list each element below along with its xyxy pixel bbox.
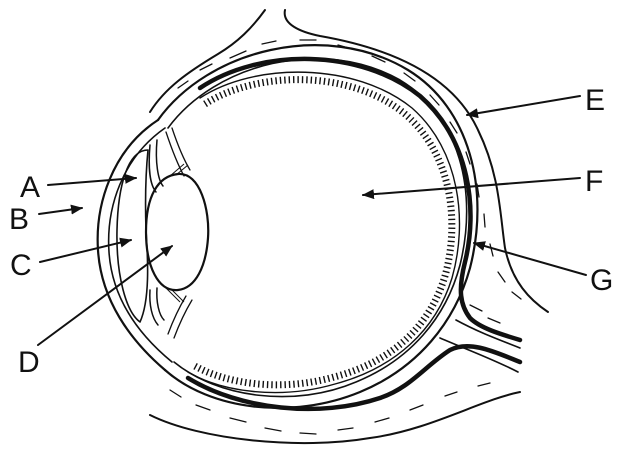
label-b-text: B — [9, 203, 29, 236]
suspensory-ligaments — [166, 164, 188, 302]
label-b-arrow — [39, 208, 82, 214]
label-f: F — [363, 165, 603, 198]
ciliary-body — [166, 128, 192, 338]
label-e-arrow — [467, 96, 580, 115]
iris — [149, 140, 164, 325]
label-g: G — [474, 243, 613, 297]
label-g-arrow — [474, 243, 586, 275]
label-g-text: G — [590, 264, 613, 297]
label-e: E — [467, 84, 605, 117]
label-c-text: C — [10, 249, 32, 282]
sclera — [158, 45, 477, 408]
choroid — [200, 59, 520, 340]
label-b: B — [9, 203, 82, 236]
label-d-arrow — [38, 246, 172, 345]
label-a-text: A — [20, 171, 40, 204]
anterior-chamber — [117, 150, 148, 322]
label-d-text: D — [18, 346, 40, 379]
label-f-text: F — [585, 165, 603, 198]
label-d: D — [18, 246, 172, 379]
label-f-arrow — [363, 178, 580, 195]
retina — [188, 72, 459, 392]
label-e-text: E — [585, 84, 605, 117]
